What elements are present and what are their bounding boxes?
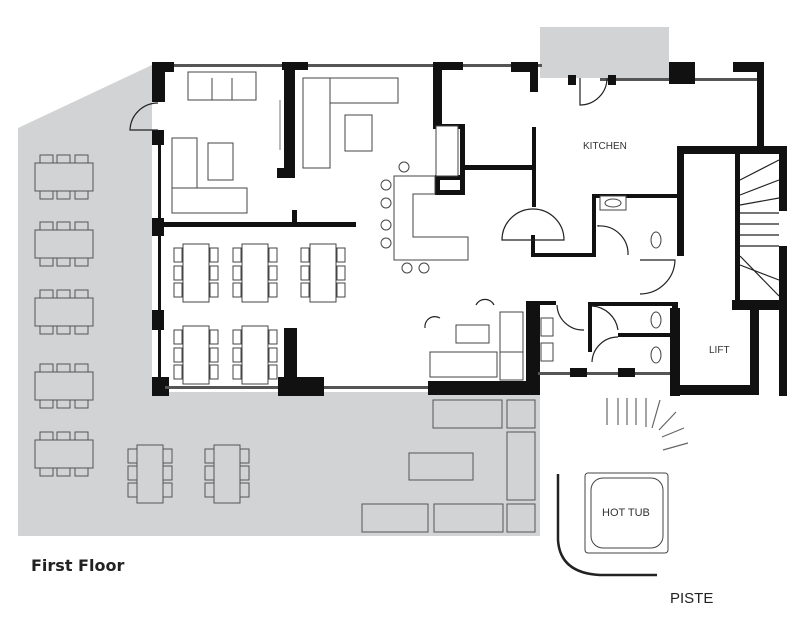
kitchen-balcony: [540, 27, 669, 78]
kitchen-label: KITCHEN: [583, 141, 627, 152]
terrace-tables-bottom: [127, 444, 250, 504]
hot-tub-inner: [590, 477, 664, 549]
lounge-furniture: [171, 71, 399, 214]
terrace-area: [18, 65, 540, 536]
floor-title: First Floor: [31, 556, 125, 575]
steps: [606, 398, 689, 451]
toilets: [599, 195, 662, 364]
walls: [152, 62, 787, 396]
hot-tub-label: HOT TUB: [602, 507, 650, 519]
doors: [129, 77, 676, 363]
bar-counter: [380, 125, 469, 274]
path-curve: [556, 474, 657, 577]
staircase: [739, 159, 780, 297]
terrace-tables-left: [34, 154, 94, 477]
piste-label: PISTE: [670, 590, 714, 607]
terrace-lounge: [361, 399, 536, 533]
bar-lounge-seating: [424, 298, 554, 381]
dining-tables-indoor: [173, 243, 346, 385]
lift-label: LIFT: [709, 345, 730, 356]
